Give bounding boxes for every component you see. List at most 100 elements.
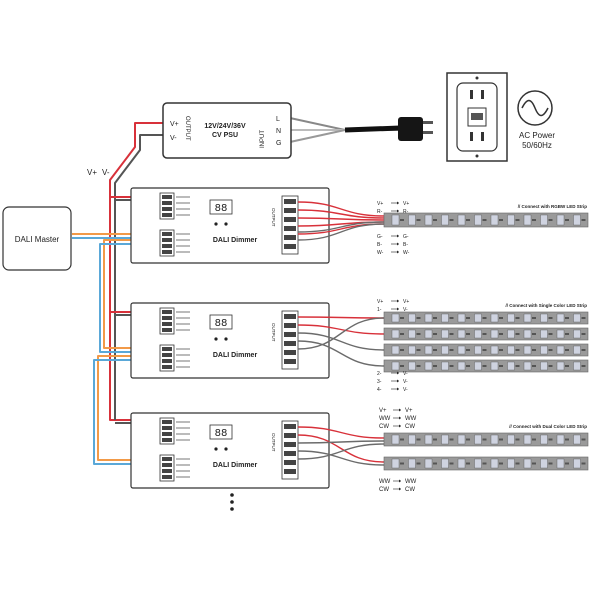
dali-master-box: DALI Master	[2, 206, 72, 271]
pair-left: V+	[377, 201, 383, 207]
led-chip	[474, 345, 482, 355]
led-chip	[424, 361, 433, 371]
button-dot	[214, 222, 218, 226]
pair-left: V+	[377, 299, 383, 305]
led-chip	[523, 361, 532, 371]
led-chip	[540, 313, 548, 323]
led-chip	[441, 434, 449, 445]
led-chip	[391, 458, 400, 469]
led-chip	[556, 345, 565, 355]
led-chip	[573, 361, 581, 371]
pair-left: 4-	[377, 387, 382, 393]
pair-right: B-	[403, 242, 408, 248]
dimmer-label: DALI Dimmer	[213, 237, 258, 244]
ac-input-wires	[289, 117, 401, 143]
led-chip	[556, 313, 565, 323]
led-chip	[540, 361, 548, 371]
pair-right: R-	[403, 209, 409, 215]
led-chip	[457, 361, 466, 371]
led-chip	[391, 329, 400, 339]
led-chip	[507, 329, 515, 339]
led-chip	[441, 313, 449, 323]
led-chip	[540, 434, 548, 445]
segment-digits: 88	[215, 203, 228, 214]
led-chip	[457, 434, 466, 445]
segment-digits: 88	[215, 318, 228, 329]
led-chip	[490, 214, 499, 226]
led-chip	[573, 313, 581, 323]
button-dot	[224, 337, 228, 341]
more-dimmers-ellipsis	[230, 493, 234, 511]
led-strip	[383, 212, 589, 228]
led-chip	[424, 329, 433, 339]
pair-right: W-	[403, 250, 410, 256]
rgbw-strip-title: // Connect with RGBW LED Strip	[518, 204, 587, 209]
led-chip	[507, 361, 515, 371]
pair-left: W-	[377, 250, 384, 256]
pair-left: 1-	[377, 307, 382, 313]
pair-left: B-	[377, 242, 382, 248]
led-chip	[540, 345, 548, 355]
led-chip	[391, 361, 400, 371]
button-dot	[224, 222, 228, 226]
led-chip	[573, 458, 581, 469]
pair-right: WW	[405, 479, 417, 485]
led-chip	[556, 434, 565, 445]
psu-title: 12V/24V/36V	[204, 123, 246, 130]
led-chip	[408, 434, 416, 445]
psu-in-n: N	[276, 128, 281, 135]
dual-strip-title: // Connect with Dual Color LED Strip	[509, 424, 587, 429]
led-chip	[507, 458, 515, 469]
pair-right: CW	[405, 424, 415, 430]
led-chip	[424, 458, 433, 469]
led-chip	[556, 329, 565, 339]
pair-left: G-	[377, 234, 383, 240]
pair-left: 3-	[377, 379, 382, 385]
terminal-block	[159, 307, 175, 335]
led-chip	[457, 214, 466, 226]
led-chip	[391, 313, 400, 323]
pair-right: V-	[403, 307, 408, 313]
segment-display	[209, 424, 233, 440]
led-chip	[391, 434, 400, 445]
led-strip	[383, 432, 589, 447]
led-chip	[523, 434, 532, 445]
led-chip	[490, 458, 499, 469]
button-dot	[214, 337, 218, 341]
pair-right: V-	[403, 371, 408, 377]
led-chip	[424, 214, 433, 226]
led-chip	[424, 313, 433, 323]
led-chip	[457, 313, 466, 323]
pair-right: V-	[403, 387, 408, 393]
led-strip	[383, 343, 589, 357]
pair-right: V+	[403, 299, 409, 305]
led-chip	[573, 434, 581, 445]
ac-power-symbol: AC Power 50/60Hz	[517, 90, 555, 150]
led-chip	[441, 361, 449, 371]
terminal-block	[159, 417, 175, 445]
psu-box: 12V/24V/36V CV PSU V+ V- OUTPUT INPUT L …	[162, 102, 292, 159]
led-chip	[490, 361, 499, 371]
bus-v-minus-label: V-	[102, 168, 110, 177]
led-chip	[556, 361, 565, 371]
psu-out-plus: V+	[170, 121, 179, 128]
dimmer-output-label: OUTPUT	[271, 433, 276, 452]
led-chip	[556, 458, 565, 469]
psu-out-minus: V-	[170, 135, 177, 142]
led-chip	[474, 214, 482, 226]
led-chip	[441, 214, 449, 226]
led-chip	[424, 434, 433, 445]
led-strip	[383, 327, 589, 341]
led-chip	[523, 329, 532, 339]
segment-display	[209, 314, 233, 330]
led-chip	[457, 345, 466, 355]
pair-right: WW	[405, 416, 417, 422]
led-chip	[507, 434, 515, 445]
led-chip	[474, 313, 482, 323]
dali-master-label: DALI Master	[15, 235, 60, 244]
led-chip	[391, 214, 400, 226]
led-chip	[490, 434, 499, 445]
led-chip	[490, 329, 499, 339]
dimmer-label: DALI Dimmer	[213, 462, 258, 469]
